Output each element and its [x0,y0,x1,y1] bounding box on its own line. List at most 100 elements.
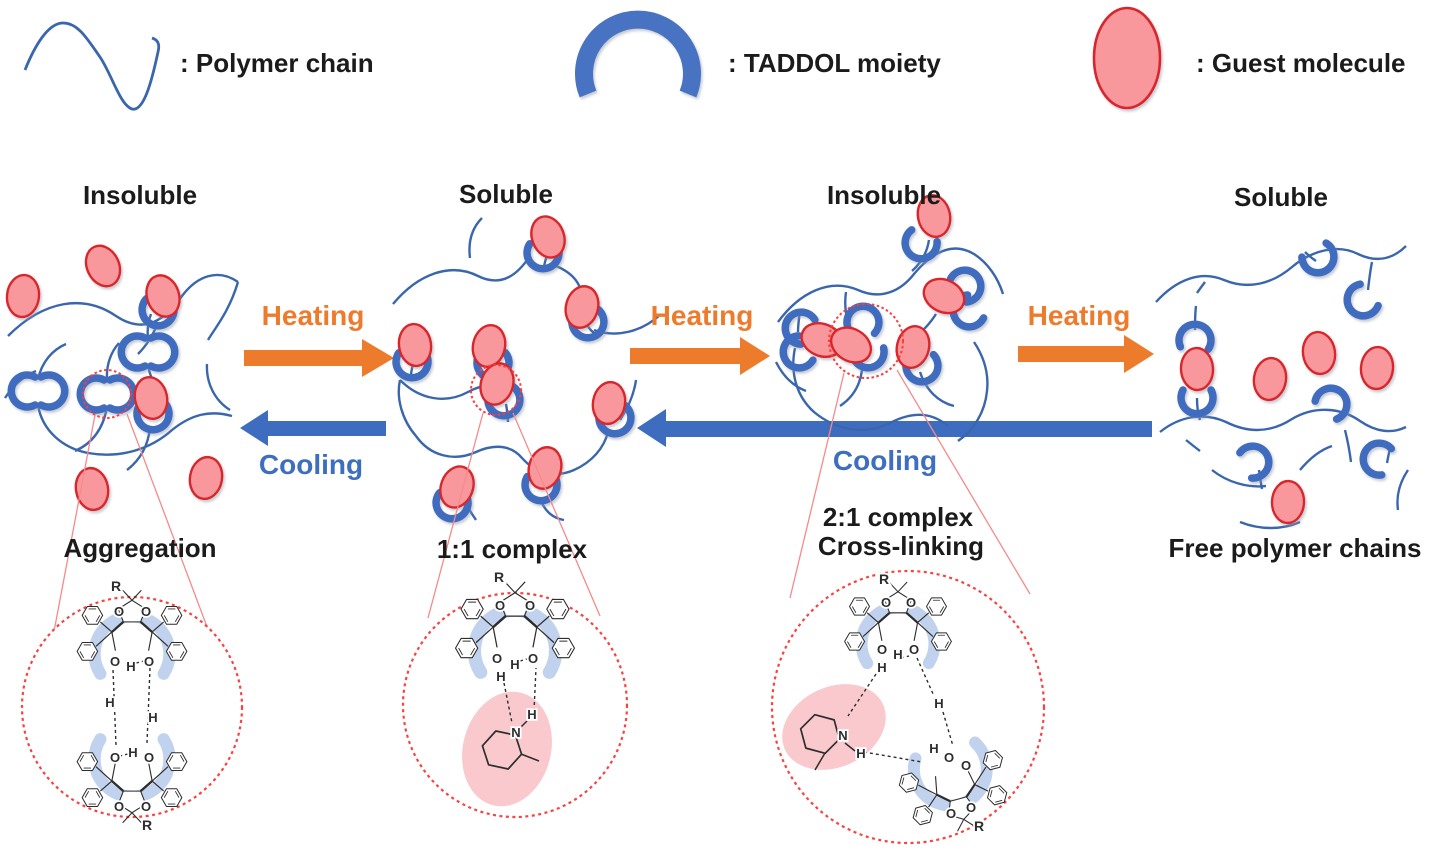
guest-molecule [564,285,600,329]
guest-molecule [145,274,181,318]
taddol-arc-icon [80,378,104,410]
caption-1to1-complex: 1:1 complex [436,534,588,564]
state-1-solubility-label: Insoluble [82,180,198,210]
guest-molecule [1270,479,1306,525]
atom-label-O: O [909,642,919,657]
structure-1to1-complex: R O O O H O H N H [450,567,574,807]
state-4-solubility-label: Soluble [1234,182,1328,212]
guest-molecule [5,273,41,319]
cooling-label-1: Cooling [258,449,364,480]
atom-label-O: O [144,654,154,669]
atom-label-O: O [110,654,120,669]
detail-circle-aggregation [20,595,244,819]
guest-molecule [916,193,952,239]
cooling-arrow-1 [240,410,386,446]
detail-circle-2to1 [770,569,1046,845]
atom-label-O: O [877,642,887,657]
atom-label-R: R [494,569,504,585]
guest-molecule [471,323,507,369]
state-3-solubility-label: Insoluble [826,180,942,210]
caption-aggregation: Aggregation [63,533,217,563]
legend-label-guest-molecule: : Guest molecule [1196,48,1406,78]
guest-molecule [397,322,433,368]
atom-label-O: O [525,598,535,613]
state-2-solubility-label: Soluble [459,179,553,209]
panel-insoluble-aggregation [3,244,240,512]
atom-label-R: R [974,818,984,834]
guest-molecule [922,277,966,315]
atom-label-O: O [114,799,124,814]
structure-2to1-complex: R O O O H O H H N H H O O O O R [782,569,1018,843]
atom-label-H: H [929,741,938,756]
atom-label-H: H [510,657,519,672]
atom-label-H: H [934,696,943,711]
taddol-arc-icon [1314,382,1354,421]
guest-molecule [591,380,627,426]
guest-molecule [188,455,224,501]
atom-label-N: N [511,725,520,740]
caption-cross-linking: Cross-linking [817,531,985,561]
atom-label-H: H [877,660,886,675]
guest-bonds [814,742,856,771]
guest-bonds [518,720,540,762]
guest-molecule [1301,330,1337,376]
atom-label-O: O [881,595,891,610]
panel-soluble-1to1 [393,215,662,521]
polymer-chain [3,273,240,471]
heating-arrow-1 [244,339,394,377]
guest-molecule [527,446,563,490]
hydrogen-bonds [503,658,537,724]
heating-label-2: Heating [650,300,754,331]
taddol-arc-icon [151,336,175,368]
atom-label-O: O [944,750,954,765]
atom-label-R: R [879,571,889,587]
atom-label-H: H [148,710,157,725]
atom-label-H: H [128,745,137,760]
atom-label-O: O [492,651,502,666]
atom-label-H: H [496,669,505,684]
transition-arrows [240,335,1154,447]
taddol-arc-icon [1178,323,1212,349]
taddol-arc-icon [41,375,65,407]
atom-label-R: R [111,578,121,594]
guest-molecule [530,215,566,259]
guest-molecule [133,375,169,421]
guest-molecule-icon [1092,6,1162,110]
atom-label-O: O [144,750,154,765]
guest-molecule [84,244,122,288]
zoom-source-circle-aggregation [82,369,132,419]
heating-arrow-3 [1018,335,1154,373]
atom-label-O: O [114,604,124,619]
caption-free-polymer-chains: Free polymer chains [1168,533,1422,563]
cooling-label-2: Cooling [832,445,938,476]
guest-molecule [479,362,515,406]
taddol-arc-icon [1239,441,1274,480]
atom-label-O: O [495,598,505,613]
atom-label-H: H [893,647,902,662]
atom-label-O: O [110,750,120,765]
heating-label-1: Heating [261,300,365,331]
taddol-arc-icon [11,375,35,407]
atom-label-H: H [105,695,114,710]
atom-label-H: H [126,659,135,674]
zoom-cone-lines [51,369,1031,643]
atom-label-O: O [141,799,151,814]
caption-2to1-complex: 2:1 complex [822,502,974,532]
guest-molecule [1179,346,1215,392]
cooling-arrow-long [637,409,1152,447]
hydrogen-bonds [847,655,954,763]
zoom-source-circle-1to1 [470,364,522,416]
guest-molecule [895,325,931,369]
guest-molecule [1359,345,1395,391]
guest-molecule [439,465,475,509]
structure-aggregation: R O O O H O H H O H O O O R [77,576,187,835]
guest-highlight [462,691,552,807]
guest-molecule [74,466,110,512]
legend-label-taddol-moiety: : TADDOL moiety [728,48,941,78]
atom-label-R: R [142,817,152,833]
atom-label-H: H [527,707,536,722]
guest-molecule [829,326,873,364]
atom-label-O: O [141,604,151,619]
